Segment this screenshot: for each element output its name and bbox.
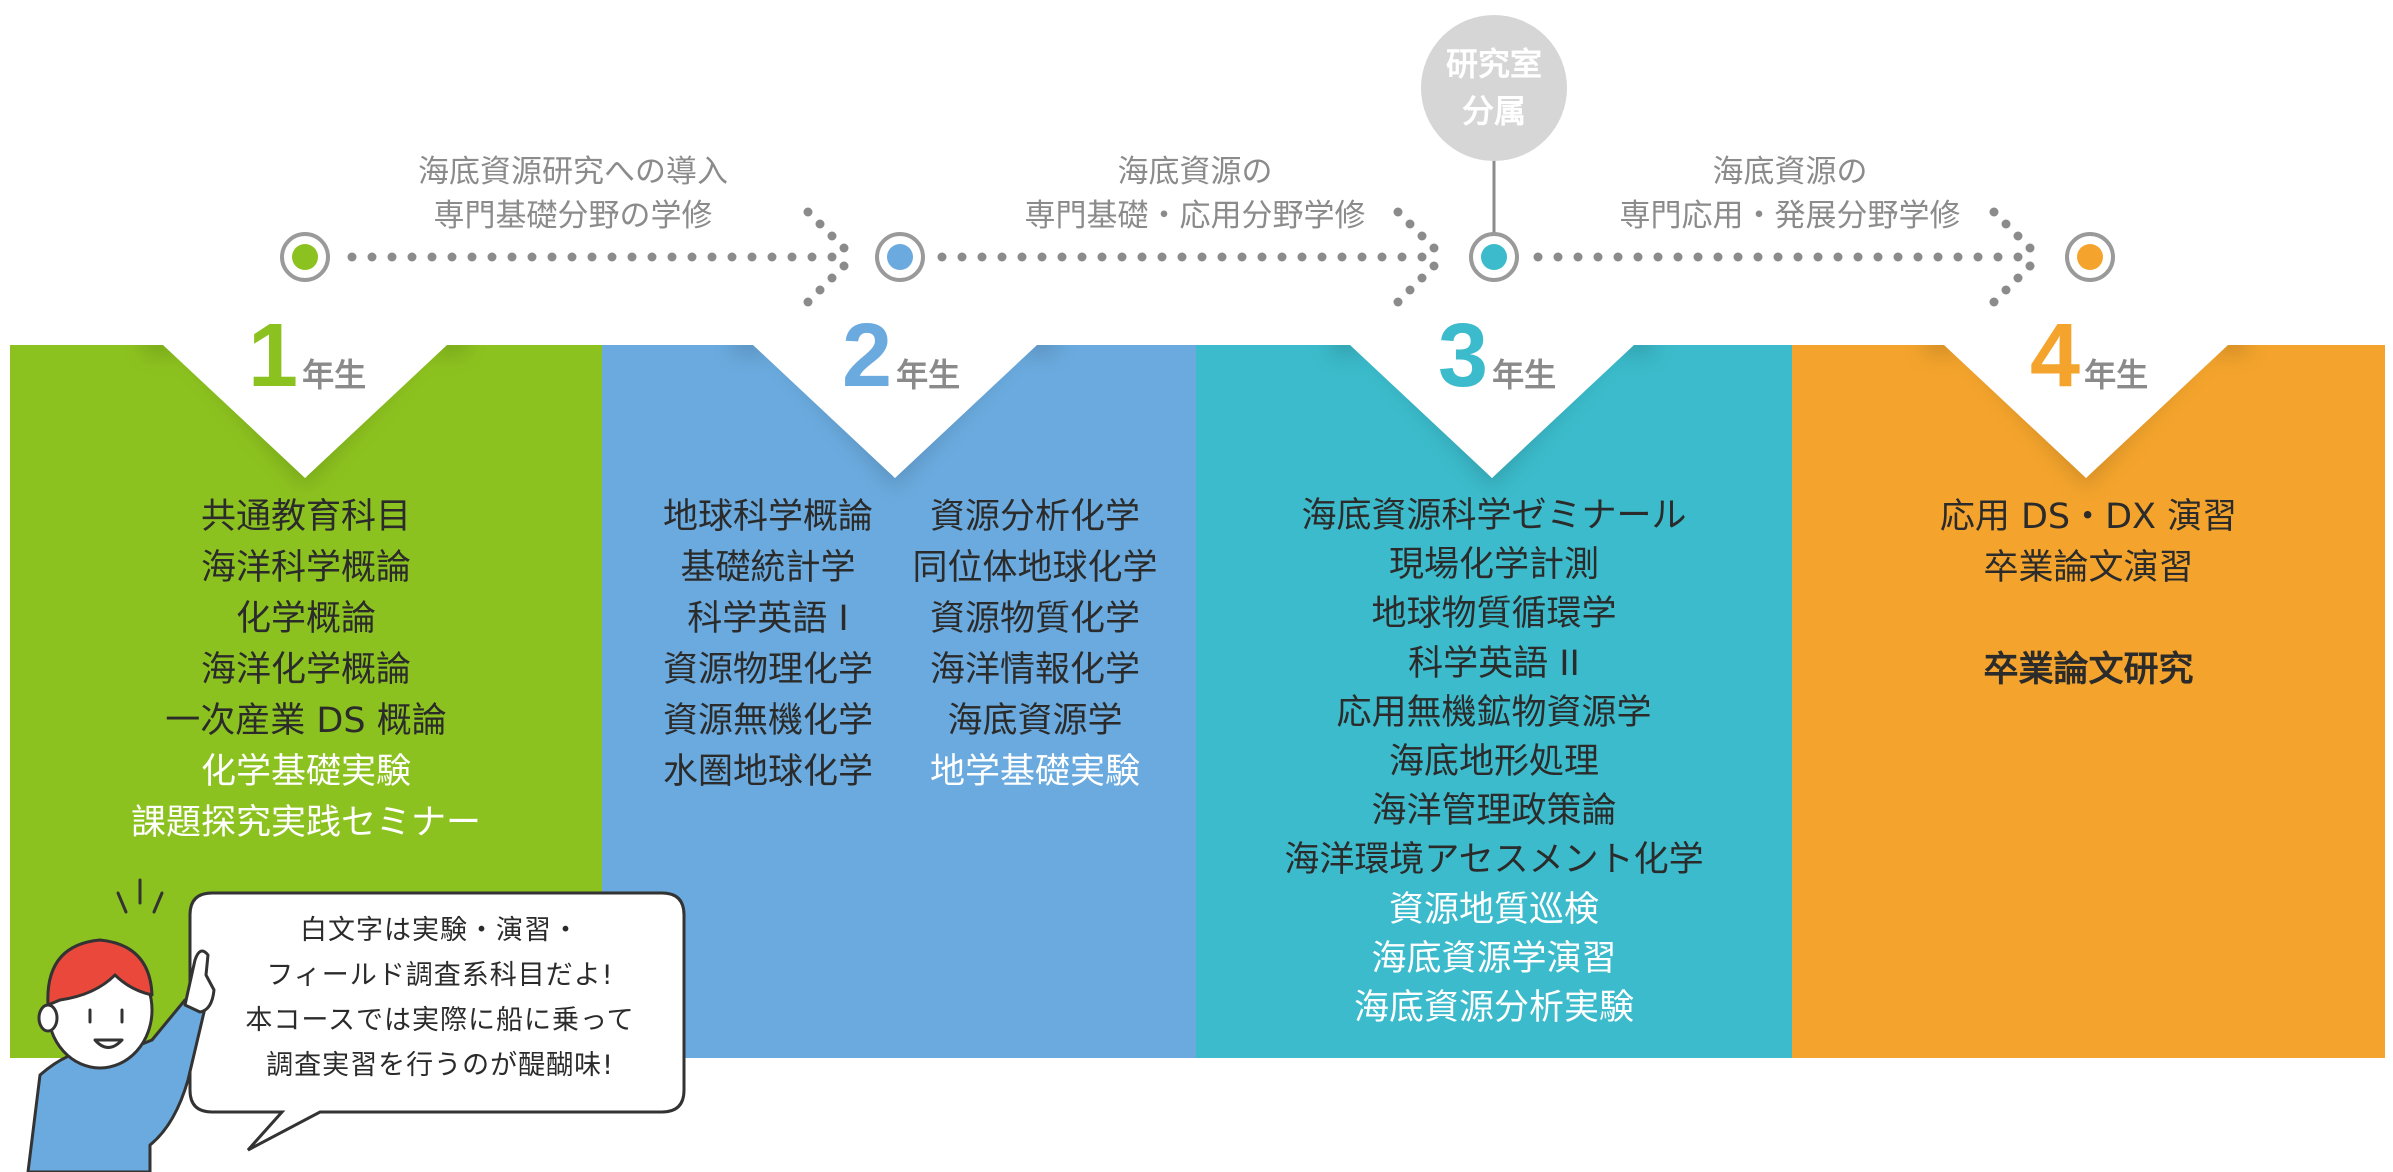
course-item-thesis: 卒業論文研究 — [1983, 650, 2194, 690]
course-item: 応用無機鉱物資源学 — [1336, 692, 1652, 733]
course-item: 一次産業 DS 概論 — [165, 701, 447, 741]
lab-assignment-label: 研究室 分属 — [1394, 25, 1594, 130]
course-item: 科学英語 II — [1408, 643, 1580, 684]
dotted-arrow-icon — [347, 207, 2035, 307]
year3-course-list: 海底資源科学ゼミナール 現場化学計測 地球物質循環学 科学英語 II 応用無機鉱… — [1196, 492, 1792, 1033]
bubble-line: 調査実習を行うのが醍醐味! — [266, 1050, 614, 1081]
lab-circle — [1421, 15, 1567, 161]
course-item: 海底地形処理 — [1388, 742, 1599, 783]
course-item: 資源物理化学 — [662, 650, 873, 690]
phase-2-line1: 海底資源の — [1117, 154, 1273, 190]
student-character-icon — [26, 878, 216, 1172]
course-item-practical: 海底資源分析実験 — [1353, 988, 1634, 1029]
year2-number: 2 — [842, 306, 893, 406]
course-item: 資源無機化学 — [662, 701, 873, 741]
course-item: 地球科学概論 — [662, 497, 873, 537]
course-item-practical: 資源地質巡検 — [1388, 889, 1599, 930]
bubble-line: 本コースでは実際に船に乗って — [245, 1005, 635, 1036]
year2-course-list-left: 地球科学概論 基礎統計学 科学英語 I 資源物理化学 資源無機化学 水圏地球化学 — [618, 492, 918, 798]
course-item: 資源物質化学 — [929, 599, 1140, 639]
year4-course-list: 応用 DS・DX 演習 卒業論文演習 卒業論文研究 — [1792, 492, 2385, 696]
year4-suffix: 年生 — [2084, 356, 2149, 394]
course-item: 海底資源学 — [947, 701, 1123, 741]
course-item: 海洋情報化学 — [929, 650, 1140, 690]
course-item: 資源分析化学 — [929, 497, 1140, 537]
course-item: 卒業論文演習 — [1983, 548, 2194, 588]
year3-suffix: 年生 — [1492, 356, 1557, 394]
year1-course-list: 共通教育科目 海洋科学概論 化学概論 海洋化学概論 一次産業 DS 概論 化学基… — [10, 492, 602, 849]
course-item: 共通教育科目 — [200, 497, 411, 537]
phase-3-line2: 専門応用・発展分野学修 — [1619, 198, 1961, 234]
course-item-practical: 海底資源学演習 — [1371, 938, 1617, 979]
course-item: 同位体地球化学 — [912, 548, 1158, 588]
phase-1-line2: 専門基礎分野の学修 — [433, 198, 713, 234]
milestone-circle-icon — [280, 232, 2115, 282]
course-item: 海洋科学概論 — [200, 548, 411, 588]
year1-number: 1 — [248, 306, 299, 406]
course-item: 地球物質循環学 — [1371, 594, 1617, 635]
phase-1-description: 海底資源研究への導入 専門基礎分野の学修 — [363, 150, 783, 238]
phase-2-description: 海底資源の 専門基礎・応用分野学修 — [985, 150, 1405, 238]
course-item: 科学英語 I — [687, 599, 849, 639]
year1-suffix: 年生 — [302, 356, 367, 394]
course-item: 海洋環境アセスメント化学 — [1284, 840, 1704, 881]
speech-bubble-icon — [188, 891, 686, 1152]
lab-label-line2: 分属 — [1461, 92, 1526, 130]
year4-number: 4 — [2030, 306, 2081, 406]
year2-course-list-right: 資源分析化学 同位体地球化学 資源物質化学 海洋情報化学 海底資源学 地学基礎実… — [890, 492, 1180, 798]
year3-number: 3 — [1438, 306, 1489, 406]
course-item: 海洋管理政策論 — [1371, 791, 1617, 832]
course-item-practical: 課題探究実践セミナー — [130, 803, 481, 843]
course-item: 海洋化学概論 — [200, 650, 411, 690]
course-item: 応用 DS・DX 演習 — [1939, 497, 2238, 537]
phase-3-line1: 海底資源の — [1712, 154, 1868, 190]
phase-2-line2: 専門基礎・応用分野学修 — [1024, 198, 1366, 234]
course-item: 現場化学計測 — [1388, 545, 1599, 586]
bubble-line: 白文字は実験・演習・ — [300, 915, 580, 946]
course-item-practical: 地学基礎実験 — [929, 752, 1140, 792]
year2-suffix: 年生 — [896, 356, 961, 394]
lab-label-line1: 研究室 — [1445, 45, 1542, 83]
course-item: 基礎統計学 — [680, 548, 856, 588]
speech-bubble-text: 白文字は実験・演習・ フィールド調査系科目だよ! 本コースでは実際に船に乗って … — [230, 908, 650, 1088]
bubble-line: フィールド調査系科目だよ! — [266, 960, 614, 991]
course-item: 海底資源科学ゼミナール — [1301, 496, 1687, 536]
course-item: 化学概論 — [235, 599, 376, 639]
phase-1-line1: 海底資源研究への導入 — [418, 154, 728, 190]
course-item: 水圏地球化学 — [662, 752, 873, 792]
course-item-practical: 化学基礎実験 — [200, 752, 411, 792]
phase-3-description: 海底資源の 専門応用・発展分野学修 — [1580, 150, 2000, 238]
